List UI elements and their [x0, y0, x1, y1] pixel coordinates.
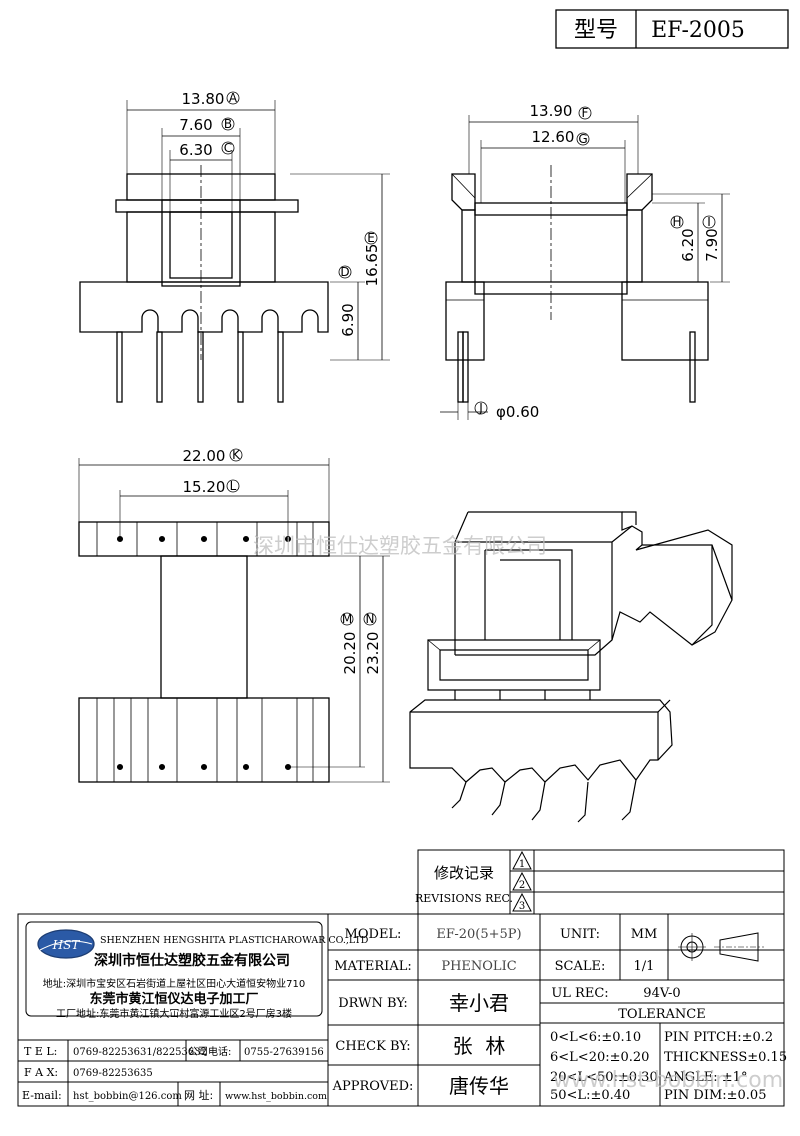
marker-G: G: [578, 132, 587, 146]
model-header: 型号 EF-2005: [555, 9, 789, 49]
pin-pitch: PIN PITCH:±0.2: [664, 1030, 773, 1045]
thickness: THICKNESS±0.15: [664, 1050, 787, 1065]
side-view: [440, 115, 730, 420]
model-value: EF-20(5+5P): [436, 927, 521, 942]
dim-H: 6.20: [679, 228, 697, 261]
isometric-view: [409, 511, 733, 823]
web-value: www.hst_bobbin.com: [225, 1091, 327, 1102]
dim-D: 6.90: [339, 303, 357, 336]
marker-J: J: [478, 401, 483, 415]
tolerance-label: TOLERANCE: [618, 1007, 705, 1022]
marker-K: K: [232, 448, 241, 462]
dim-L: 15.20: [183, 478, 226, 496]
dim-F: 13.90: [530, 102, 573, 120]
dim-N: 23.20: [364, 632, 382, 675]
revisions-title-cn: 修改记录: [434, 864, 494, 882]
marker-B: B: [224, 117, 232, 131]
fax-value: 0769-82253635: [73, 1068, 153, 1079]
logo-text: HST: [52, 938, 81, 952]
front-view: [79, 100, 390, 403]
title-block: [17, 913, 785, 1107]
scale-label: SCALE:: [555, 959, 606, 974]
email-value: hst_bobbin@126.com: [73, 1091, 182, 1102]
model-label: MODEL:: [345, 927, 402, 942]
marker-A: A: [229, 91, 238, 105]
marker-I: I: [707, 215, 711, 229]
dim-E: 16.65: [363, 244, 381, 287]
marker-L: L: [230, 479, 237, 493]
dim-J: φ0.60: [496, 403, 539, 421]
drawn-value: 幸小君: [449, 991, 509, 1015]
company-name-cn: 深圳市恒仕达塑胶五金有限公司: [94, 952, 290, 969]
company-address: 地址:深圳市宝安区石岩街道上屋社区田心大道恒安物业710: [43, 977, 305, 990]
tel-value: 0769-82253631/82253632: [73, 1047, 207, 1058]
model-header-label: 型号: [574, 18, 618, 43]
company-logo: HST: [37, 929, 95, 959]
revision-1: 1: [519, 859, 525, 870]
material-label: MATERIAL:: [334, 959, 411, 974]
marker-M: M: [342, 612, 352, 626]
marker-E: E: [367, 231, 375, 245]
revisions-table: [417, 849, 785, 915]
web-label: 网 址:: [184, 1088, 213, 1102]
scale-value: 1/1: [634, 959, 655, 974]
dim-M: 20.20: [341, 632, 359, 675]
check-label: CHECK BY:: [335, 1039, 410, 1054]
ul-value: 94V-0: [643, 986, 680, 1001]
marker-F: F: [582, 106, 589, 120]
tel-label: T E L:: [24, 1045, 57, 1058]
company-name-en: SHENZHEN HENGSHITA PLASTICHAROWAR CO.,LT…: [100, 935, 369, 946]
dim-A: 13.80: [182, 90, 225, 108]
angle: ANGLE: ±1°: [663, 1070, 747, 1085]
approved-value: 唐传华: [449, 1074, 509, 1098]
marker-C: C: [224, 141, 232, 155]
phone-label: 公司电话:: [188, 1045, 231, 1058]
dim-C: 6.30: [179, 141, 212, 159]
watermark: 深圳市恒仕达塑胶五金有限公司: [253, 534, 547, 558]
dim-I: 7.90: [703, 228, 721, 261]
bottom-view: [78, 458, 390, 783]
watermark-url: www.hst-bobbin.com: [553, 1068, 783, 1093]
marker-N: N: [366, 612, 375, 626]
marker-H: H: [672, 215, 681, 229]
unit-label: UNIT:: [560, 927, 600, 942]
factory-name: 东莞市黄江恒仪达电子加工厂: [89, 991, 258, 1007]
phone-value: 0755-27639156: [244, 1047, 324, 1058]
approved-label: APPROVED:: [332, 1079, 414, 1094]
ul-label: UL REC:: [551, 986, 608, 1001]
unit-value: MM: [631, 927, 658, 942]
revisions-title-en: REVISIONS REC.: [415, 892, 513, 905]
check-value: 张 林: [453, 1034, 506, 1058]
fax-label: F A X:: [24, 1066, 58, 1079]
revision-2: 2: [519, 880, 525, 891]
pin-dim: PIN DIM:±0.05: [664, 1088, 766, 1103]
tol-4: 50<L:±0.40: [550, 1088, 630, 1103]
revision-3: 3: [519, 901, 525, 912]
email-label: E-mail:: [22, 1089, 62, 1102]
tol-2: 6<L<20:±0.20: [550, 1050, 649, 1065]
marker-D: D: [340, 265, 349, 279]
factory-address: 工厂地址:东莞市黄江镇大冚村富源工业区2号厂房3楼: [56, 1007, 292, 1020]
projection-symbol: [678, 932, 764, 962]
dim-G: 12.60: [532, 128, 575, 146]
drawn-label: DRWN BY:: [338, 996, 407, 1011]
tol-3: 20<L<50:±0.30: [550, 1070, 658, 1085]
dim-K: 22.00: [183, 447, 226, 465]
model-header-value: EF-2005: [651, 18, 745, 43]
tol-1: 0<L<6:±0.10: [550, 1030, 641, 1045]
dim-B: 7.60: [179, 116, 212, 134]
material-value: PHENOLIC: [441, 959, 516, 974]
